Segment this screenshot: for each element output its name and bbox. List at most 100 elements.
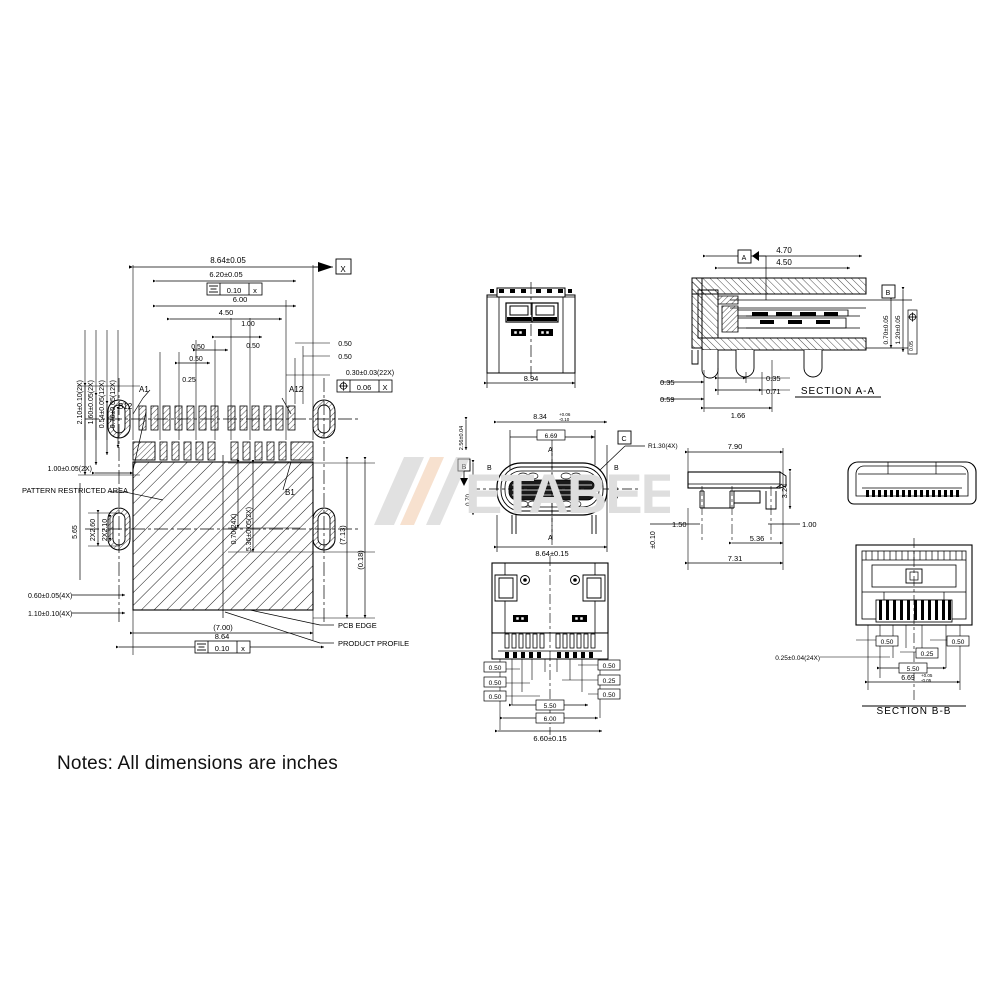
- dim-overall-width: 8.64±0.05: [210, 256, 246, 265]
- dim-bot-left-050-b: 0.50: [489, 680, 502, 687]
- gdt-tol-bottom: 0.10: [215, 644, 230, 653]
- dim-height-565: 5.65: [72, 525, 79, 539]
- dim-ref-713: (7.13): [338, 525, 347, 545]
- dim-hole-060: 0.60±0.05(4X): [28, 593, 72, 600]
- dim-side-536: 5.36: [750, 534, 765, 543]
- dim-pitch-050-a: 0.50: [191, 344, 205, 351]
- label-section-a-top: A: [548, 447, 553, 454]
- dim-vert-160: 1.60±0.05(2X): [88, 380, 95, 424]
- dim-shell-width-sup: +0.06: [559, 412, 571, 417]
- gdt-datum-pos: X: [382, 383, 387, 392]
- dim-pitch-100: 1.00: [241, 321, 255, 328]
- label-section-a-bottom: A: [548, 535, 553, 542]
- dim-width-450: 4.50: [219, 308, 234, 317]
- dim-side-100: 1.00: [802, 520, 817, 529]
- dim-bb-overall-sup: +0.05: [921, 673, 933, 678]
- dim-h-070: 0.70: [466, 494, 472, 506]
- dim-pitch-050-d: 0.50: [338, 354, 352, 361]
- dim-pitch-025: 0.25: [182, 377, 196, 384]
- dim-height-070: 0.70(24X): [231, 514, 238, 545]
- dim-inner-669: 6.69: [545, 433, 558, 440]
- dim-bb-right-050: 0.50: [952, 639, 965, 646]
- dim-bb-overall: 6.69: [901, 675, 915, 682]
- dim-width-600: 6.00: [233, 295, 248, 304]
- dim-vert-210: 2.10±0.10(2X): [77, 380, 84, 424]
- dim-front-width: 8.94: [524, 374, 539, 383]
- dim-bb-025: 0.25: [921, 651, 934, 658]
- dim-ref-018: (0.18): [356, 550, 365, 570]
- dim-bot-overall: 6.60±0.15: [533, 734, 566, 743]
- label-datum-b: B: [886, 290, 891, 297]
- dim-150: 1.50: [672, 520, 687, 529]
- pad-row-top: [132, 441, 314, 461]
- dim-bb-overall-sub: -0.05: [921, 678, 932, 683]
- label-pin-b12: B12: [118, 402, 133, 411]
- dim-radius: R1.30(4X): [648, 443, 678, 450]
- dim-bb-550: 5.50: [907, 666, 920, 673]
- dim-aa-450: 4.50: [776, 258, 792, 267]
- dim-shell-width-sub: -0.10: [559, 417, 570, 422]
- dim-aa-120: 1.20±0.05: [895, 315, 902, 344]
- dim-bb-left-050: 0.50: [881, 639, 894, 646]
- view-right-profile: [847, 461, 977, 505]
- gdt-tol-top: 0.10: [227, 286, 242, 295]
- dim-tol-010: ±0.10: [650, 531, 657, 549]
- view-pcb-footprint: [72, 258, 375, 655]
- dim-bot-left-050-c: 0.50: [489, 694, 502, 701]
- dim-aa-470: 4.70: [776, 246, 792, 255]
- dim-bot-right-050-b: 0.50: [603, 692, 616, 699]
- dim-side-790: 7.90: [728, 442, 743, 451]
- label-section-b-inner: B: [487, 465, 492, 472]
- label-pin-b1: B1: [285, 488, 295, 497]
- dim-side-731: 7.31: [728, 554, 743, 563]
- label-pattern-restricted-area: PATTERN RESTRICTED AREA: [22, 486, 128, 495]
- label-datum-c: C: [621, 436, 626, 443]
- title-section-bb: SECTION B-B: [877, 706, 952, 717]
- label-pin-a12: A12: [289, 385, 304, 394]
- dim-hole-110: 1.10±0.10(4X): [28, 611, 72, 618]
- dim-pitch-050-c: 0.50: [338, 341, 352, 348]
- notes-text: Notes: All dimensions are inches: [57, 753, 338, 774]
- gdt-aa-tol: 0.05: [909, 341, 915, 351]
- dim-hole-100: 1.00±0.05(2X): [48, 466, 92, 473]
- dim-span-2x210: 2X2.10: [102, 519, 109, 541]
- label-product-profile: PRODUCT PROFILE: [338, 639, 409, 648]
- label-section-b-right: B: [614, 465, 619, 472]
- dim-bot-right-050-a: 0.50: [603, 663, 616, 670]
- dim-bb-pin-width: 0.25±0.04(24X): [775, 655, 820, 662]
- dim-aa-059: 0.59: [660, 395, 675, 404]
- dim-width-620: 6.20±0.05: [209, 270, 242, 279]
- label-section-b-left: B: [462, 464, 467, 471]
- dim-pad-width: 0.30±0.03(22X): [346, 370, 394, 377]
- view-top: [457, 416, 645, 552]
- view-front: [483, 282, 576, 388]
- dim-h-256: 2.56±0.04: [459, 426, 465, 450]
- dim-bot-550: 5.50: [544, 703, 557, 710]
- view-side: [650, 448, 800, 570]
- title-section-aa: SECTION A-A: [801, 386, 875, 397]
- view-section-bb: [820, 538, 973, 707]
- dim-vert-076: 0.76±0.05(12X): [110, 380, 117, 428]
- dim-side-324: 3.24: [780, 484, 789, 499]
- dim-vert-054: 0.54±0.05(12X): [99, 380, 106, 428]
- dim-ref-700: (7.00): [213, 623, 233, 632]
- label-pcb-edge: PCB EDGE: [338, 621, 377, 630]
- pad-row-upper: [138, 405, 296, 431]
- label-datum-a: A: [742, 255, 747, 262]
- dim-bot-600: 6.00: [544, 716, 557, 723]
- dim-bot-left-050-a: 0.50: [489, 665, 502, 672]
- gdt-datum-bottom: x: [241, 644, 245, 653]
- dim-top-overall: 8.64±0.15: [535, 549, 568, 558]
- dim-bot-right-025: 0.25: [603, 678, 616, 685]
- dim-aa-071: 0.71: [766, 387, 781, 396]
- dim-h-158: 1.58: [614, 487, 620, 499]
- dim-aa-035-right: 0.35: [766, 374, 781, 383]
- gdt-tol-pos: 0.06: [357, 383, 372, 392]
- dim-aa-035-left: 0.35: [660, 378, 675, 387]
- gdt-datum-top: x: [253, 286, 257, 295]
- view-section-aa: [661, 249, 912, 412]
- dim-aa-070: 0.70±0.05: [883, 315, 890, 344]
- dim-bottom-864: 8.64: [215, 632, 230, 641]
